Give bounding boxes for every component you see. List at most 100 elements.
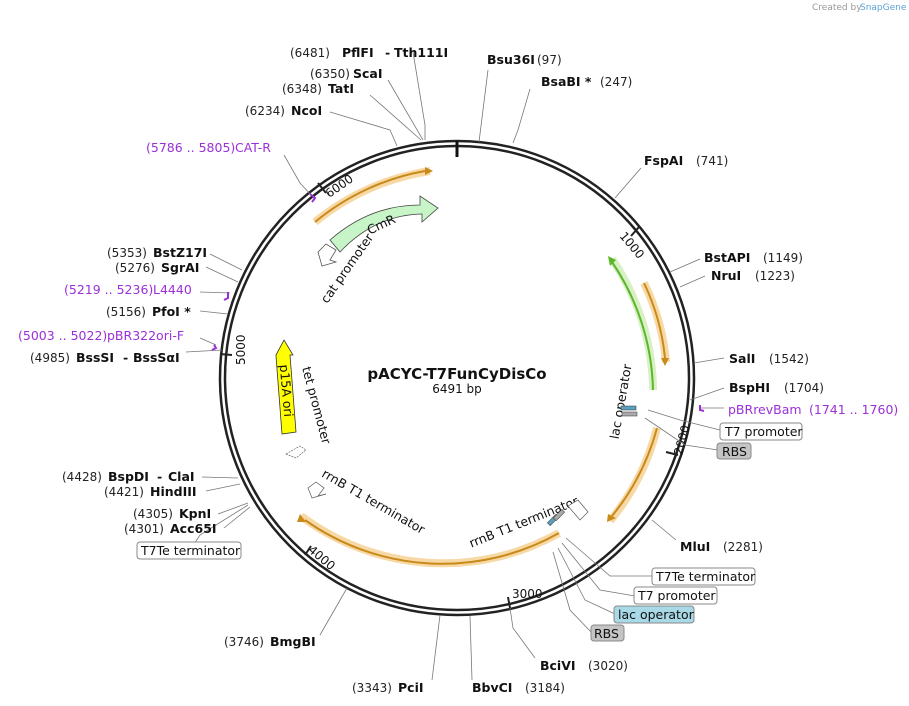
- box-t7te-right-text: T7Te terminator: [655, 569, 756, 584]
- tick-4000: [304, 545, 312, 556]
- enz-bsssai: BssSαI: [133, 350, 180, 365]
- snapgene-logo: SnapGene: [860, 3, 907, 13]
- connector-bsphi: [689, 387, 725, 401]
- primer-catr-range: (5786 .. 5805): [146, 140, 235, 155]
- connector-catr: [283, 154, 313, 197]
- pos-bcivi: (3020): [588, 659, 628, 673]
- pos-hindiii: (4421): [104, 485, 144, 499]
- rrnb-left-label: rrnB T1 terminator: [319, 466, 428, 538]
- connector-bsu36i: [478, 69, 489, 143]
- site-labels: (6481) PflFI - Tth111I Bsu36I (97) BsaBI…: [30, 45, 824, 695]
- lac-operator-mark-b: [621, 411, 638, 417]
- box-t7-promoter-a: [719, 422, 803, 441]
- box-t7-promoter-a-text: T7 promoter: [724, 424, 803, 439]
- enz-bcivi: BciVI: [540, 658, 576, 673]
- connector-rbs-b: [552, 551, 593, 634]
- pos-pfoi: (5156): [106, 305, 146, 319]
- tick-label-5000: 5000: [234, 334, 248, 365]
- cat-promoter-feature: [317, 243, 338, 267]
- box-rbs-b-text: RBS: [594, 626, 619, 641]
- dash-pflfi: -: [385, 45, 390, 60]
- pos-bbvci: (3184): [525, 681, 565, 695]
- enz-bsu36i: Bsu36I: [487, 52, 535, 67]
- plasmid-length: 6491 bp: [432, 382, 482, 396]
- connector-t7te-right: [565, 537, 653, 577]
- box-t7te-left: [136, 541, 242, 560]
- enz-pcii: PciI: [398, 680, 424, 695]
- enz-pfoi: PfoI *: [152, 304, 191, 319]
- credit-text: Created by: [812, 3, 862, 13]
- enz-bbvci: BbvCI: [472, 680, 512, 695]
- pos-sali: (1542): [769, 352, 809, 366]
- pos-kpni: (4305): [133, 507, 173, 521]
- pos-sgrai: (5276): [115, 261, 155, 275]
- connector-bbvci: [469, 615, 473, 681]
- orf-arrow-top: [314, 170, 426, 223]
- connector-bcivi: [509, 607, 536, 659]
- lac-operator-mark-a: [620, 405, 637, 411]
- enz-bsssi: BssSI: [76, 350, 114, 365]
- connector-rbs-a: [644, 417, 719, 451]
- orf-arrow-green: [611, 261, 654, 391]
- enz-kpni: KpnI: [179, 506, 211, 521]
- dash-bsssi: -: [123, 350, 128, 365]
- enz-tati: TatI: [328, 81, 354, 96]
- orf-arrow-right: [643, 282, 666, 359]
- enz-bstapi: BstAPI: [704, 250, 750, 265]
- enz-bmgbi: BmgBI: [270, 634, 316, 649]
- enz-bstz17i: BstZ17I: [153, 245, 207, 260]
- connector-bsabi: [512, 88, 531, 144]
- connector-acc65i: [223, 506, 251, 529]
- connector-pcii: [431, 614, 441, 681]
- primer-catr-name: CAT-R: [235, 140, 271, 155]
- cmr-feature: [329, 195, 439, 253]
- enz-bsabi: BsaBI *: [541, 74, 592, 89]
- pos-bsabi: (247): [600, 75, 632, 89]
- pos-pflfi: (6481): [290, 46, 330, 60]
- enz-scai: ScaI: [353, 66, 383, 81]
- lac-operator-label: lac operator: [607, 362, 635, 440]
- connector-bsssi: [185, 349, 223, 353]
- connector-pbr322: [199, 337, 217, 346]
- connector-nrui: [679, 275, 706, 288]
- rrnb-right-label: rrnB T1 terminator: [467, 493, 581, 551]
- rrnb-left-feature: [307, 481, 327, 499]
- connector-pfoi: [199, 310, 229, 315]
- primer-marker-catr: [309, 193, 317, 203]
- primer-l4440-name: L4440: [153, 282, 192, 297]
- plasmid-name: pACYC-T7FunCyDisCo: [367, 365, 546, 383]
- connector-bmgbi: [319, 587, 348, 636]
- connector-scai: [387, 79, 424, 141]
- box-rbs-a-text: RBS: [722, 444, 747, 459]
- orf-arrows: [297, 167, 669, 565]
- connector-tati: [369, 94, 422, 141]
- connector-bspdi: [201, 476, 239, 479]
- primer-l4440-range: (5219 .. 5236): [64, 282, 153, 297]
- site-connectors: [185, 51, 725, 681]
- p15a-ori-feature: [275, 339, 297, 435]
- pos-bstapi: (1149): [763, 251, 803, 265]
- enz-sgrai: SgrAI: [161, 260, 199, 275]
- box-lac-operator-text: lac operator: [618, 607, 695, 622]
- orf-arrowhead-lower-right: [607, 514, 616, 522]
- enz-acc65i: Acc65I: [170, 521, 217, 536]
- boxed-labels: T7 promoter RBS T7Te terminator T7Te ter…: [136, 422, 803, 642]
- tick-1000: [630, 226, 640, 237]
- enz-bspdi: BspDI: [108, 469, 149, 484]
- primer-pbr322-range: (5003 .. 5022): [18, 328, 107, 343]
- orf-arrowhead-right: [661, 358, 669, 366]
- pos-ncoi: (6234): [245, 104, 285, 118]
- p15a-ori-label: p15A ori: [277, 364, 297, 418]
- connector-kpni: [217, 502, 249, 515]
- primer-marker-pbrrevbam: [699, 405, 705, 412]
- connector-l4440: [199, 291, 231, 294]
- pos-bsphi: (1704): [784, 381, 824, 395]
- orf-arrowhead-green: [608, 256, 616, 266]
- tick-6000: [317, 182, 327, 194]
- pos-fspai: (741): [696, 154, 728, 168]
- enz-nrui: NruI: [711, 268, 741, 283]
- orf-arrow-lower-right: [611, 427, 658, 517]
- connector-t7-b: [561, 542, 636, 597]
- primer-marker-l4440: [223, 292, 229, 301]
